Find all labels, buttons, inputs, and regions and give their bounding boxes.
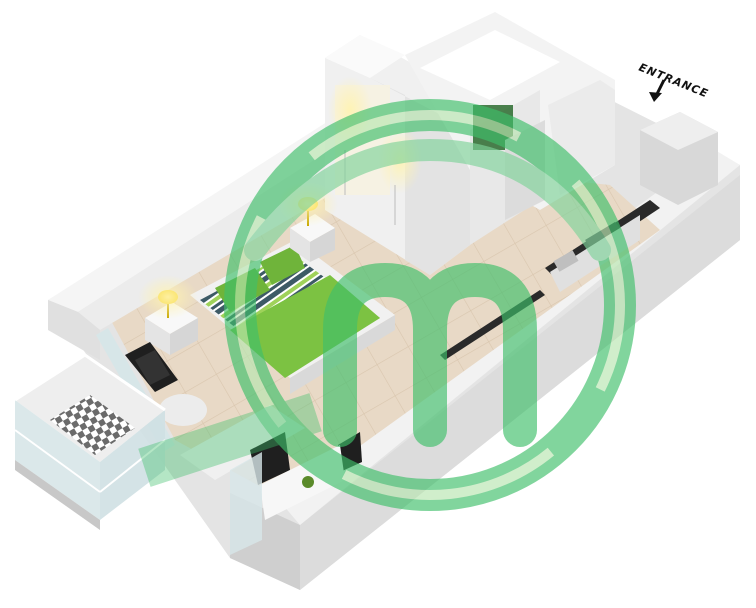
balcony — [14, 353, 166, 530]
entrance-label: ENTRANCE — [637, 61, 710, 101]
nightstand-left — [138, 275, 198, 355]
watermark-logo — [138, 99, 636, 511]
entrance-marker: ENTRANCE — [637, 61, 710, 102]
entrance-arrow-icon — [649, 79, 666, 102]
